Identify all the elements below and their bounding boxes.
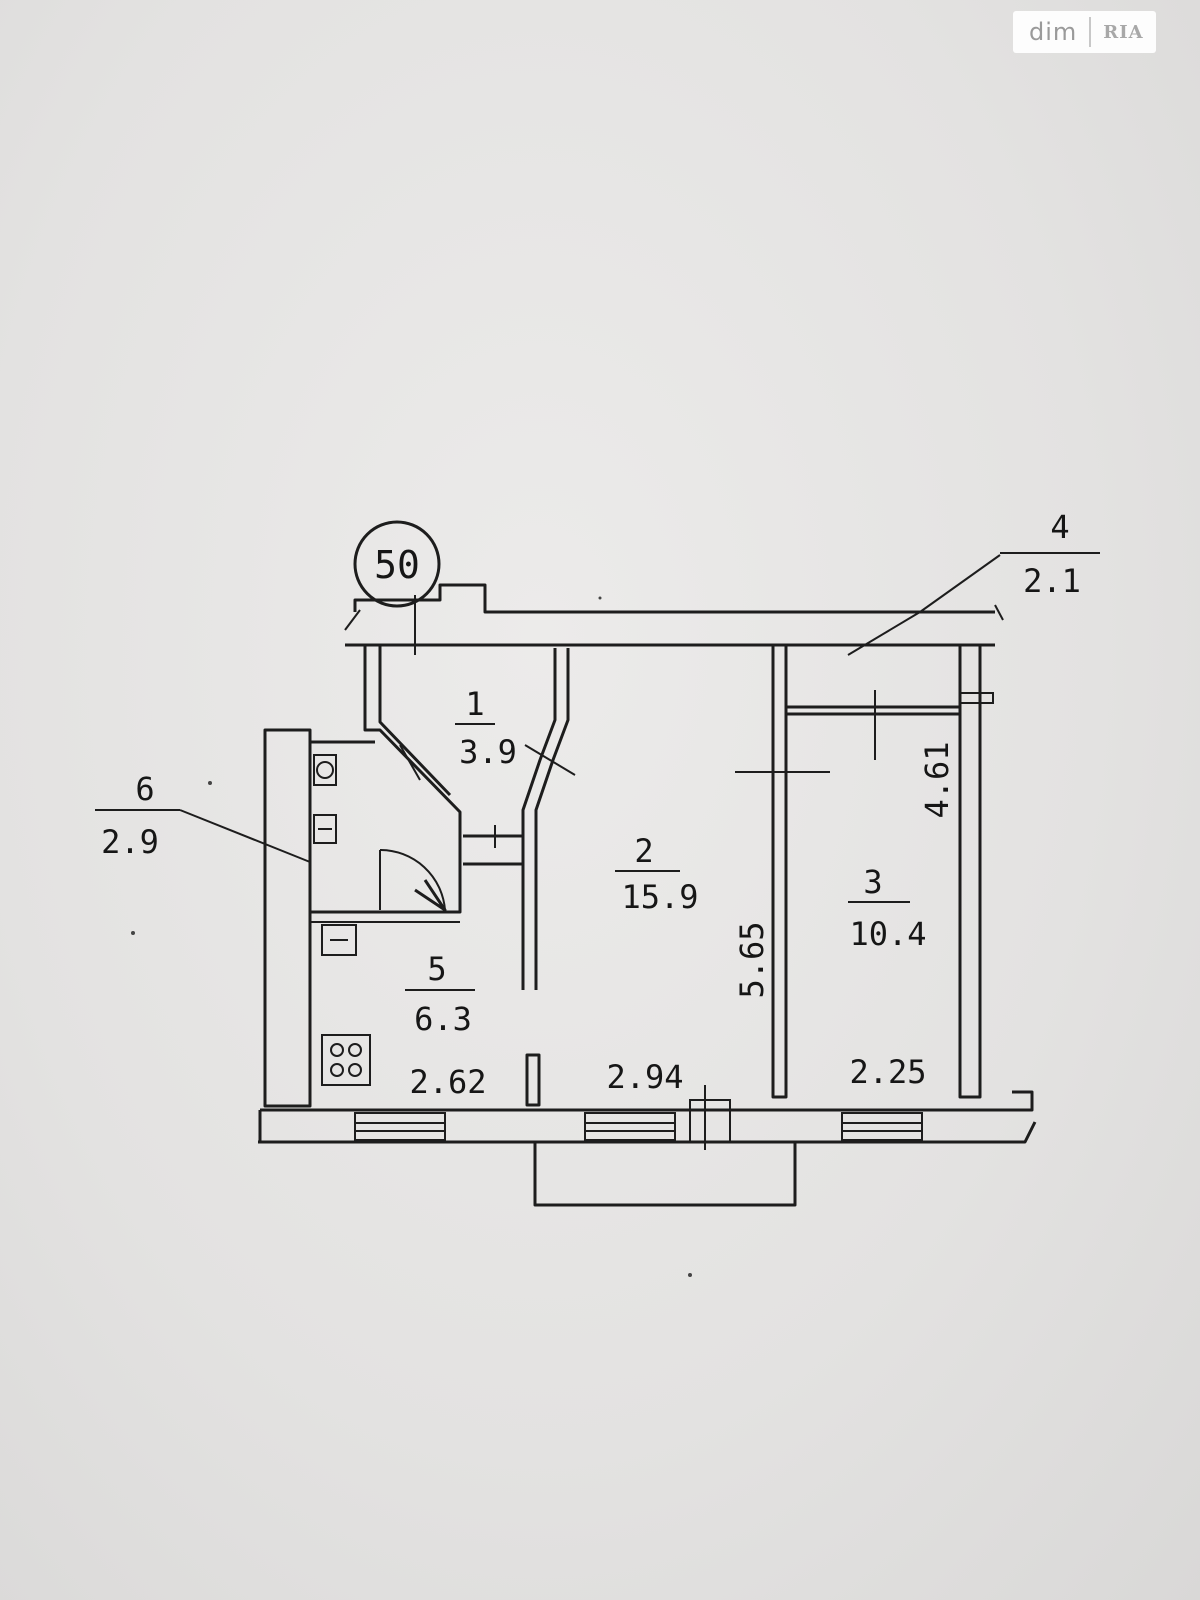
room-label-5: 5 6.3 (405, 950, 475, 1038)
room-area-5: 6.3 (414, 1000, 472, 1038)
watermark-logo: dim RIA (1013, 11, 1156, 53)
apartment-number: 50 (374, 543, 420, 587)
apartment-number-marker: 50 (353, 520, 441, 608)
sink-icon (313, 814, 337, 844)
closet-walls (786, 554, 1001, 760)
dimension-living-width: 2.94 (606, 1058, 683, 1096)
top-wall (344, 583, 1004, 655)
room-area-4: 2.1 (1023, 562, 1081, 600)
room-label-3: 3 10.4 (848, 863, 927, 953)
window-living (584, 1112, 676, 1141)
bedroom-partition (735, 643, 830, 1099)
room-label-6: 6 2.9 (95, 770, 311, 863)
room-label-1: 1 3.9 (455, 685, 517, 771)
room-area-3: 10.4 (849, 915, 926, 953)
living-room-partition (463, 648, 576, 1107)
room-number-6: 6 (135, 770, 154, 808)
kitchen-sink-icon (321, 924, 357, 956)
bathroom-door (379, 848, 447, 912)
right-wall (958, 643, 982, 1099)
speck (131, 931, 135, 935)
room-area-1: 3.9 (459, 733, 517, 771)
room-area-2: 15.9 (621, 878, 698, 916)
speck (688, 1273, 692, 1277)
watermark-ria-logo: RIA (1103, 21, 1144, 43)
watermark-text: dim (1029, 18, 1078, 46)
dimension-kitchen-width: 2.62 (409, 1063, 486, 1101)
room-number-3: 3 (863, 863, 882, 901)
window-bedroom (841, 1112, 923, 1141)
room-label-2: 2 15.9 (615, 832, 699, 916)
dimension-living-depth: 5.65 (733, 921, 771, 998)
speck (598, 596, 602, 600)
balcony-door (689, 1085, 731, 1150)
room-area-6: 2.9 (101, 823, 159, 861)
room-number-1: 1 (465, 685, 484, 723)
dimension-bedroom-width: 2.25 (849, 1053, 926, 1091)
room-number-2: 2 (634, 832, 653, 870)
balcony (533, 1142, 797, 1207)
hallway-walls (310, 645, 462, 923)
bottom-wall (258, 1090, 1037, 1144)
room-number-5: 5 (427, 950, 446, 988)
stove-icon (321, 1034, 371, 1086)
dimension-bedroom-depth: 4.61 (918, 741, 956, 818)
room-label-4: 4 2.1 (1000, 508, 1100, 600)
watermark-divider (1089, 17, 1092, 47)
room-number-4: 4 (1050, 508, 1069, 546)
speck (208, 781, 212, 785)
toilet-icon (313, 754, 337, 786)
window-kitchen (354, 1112, 446, 1141)
left-wall (263, 728, 375, 1108)
